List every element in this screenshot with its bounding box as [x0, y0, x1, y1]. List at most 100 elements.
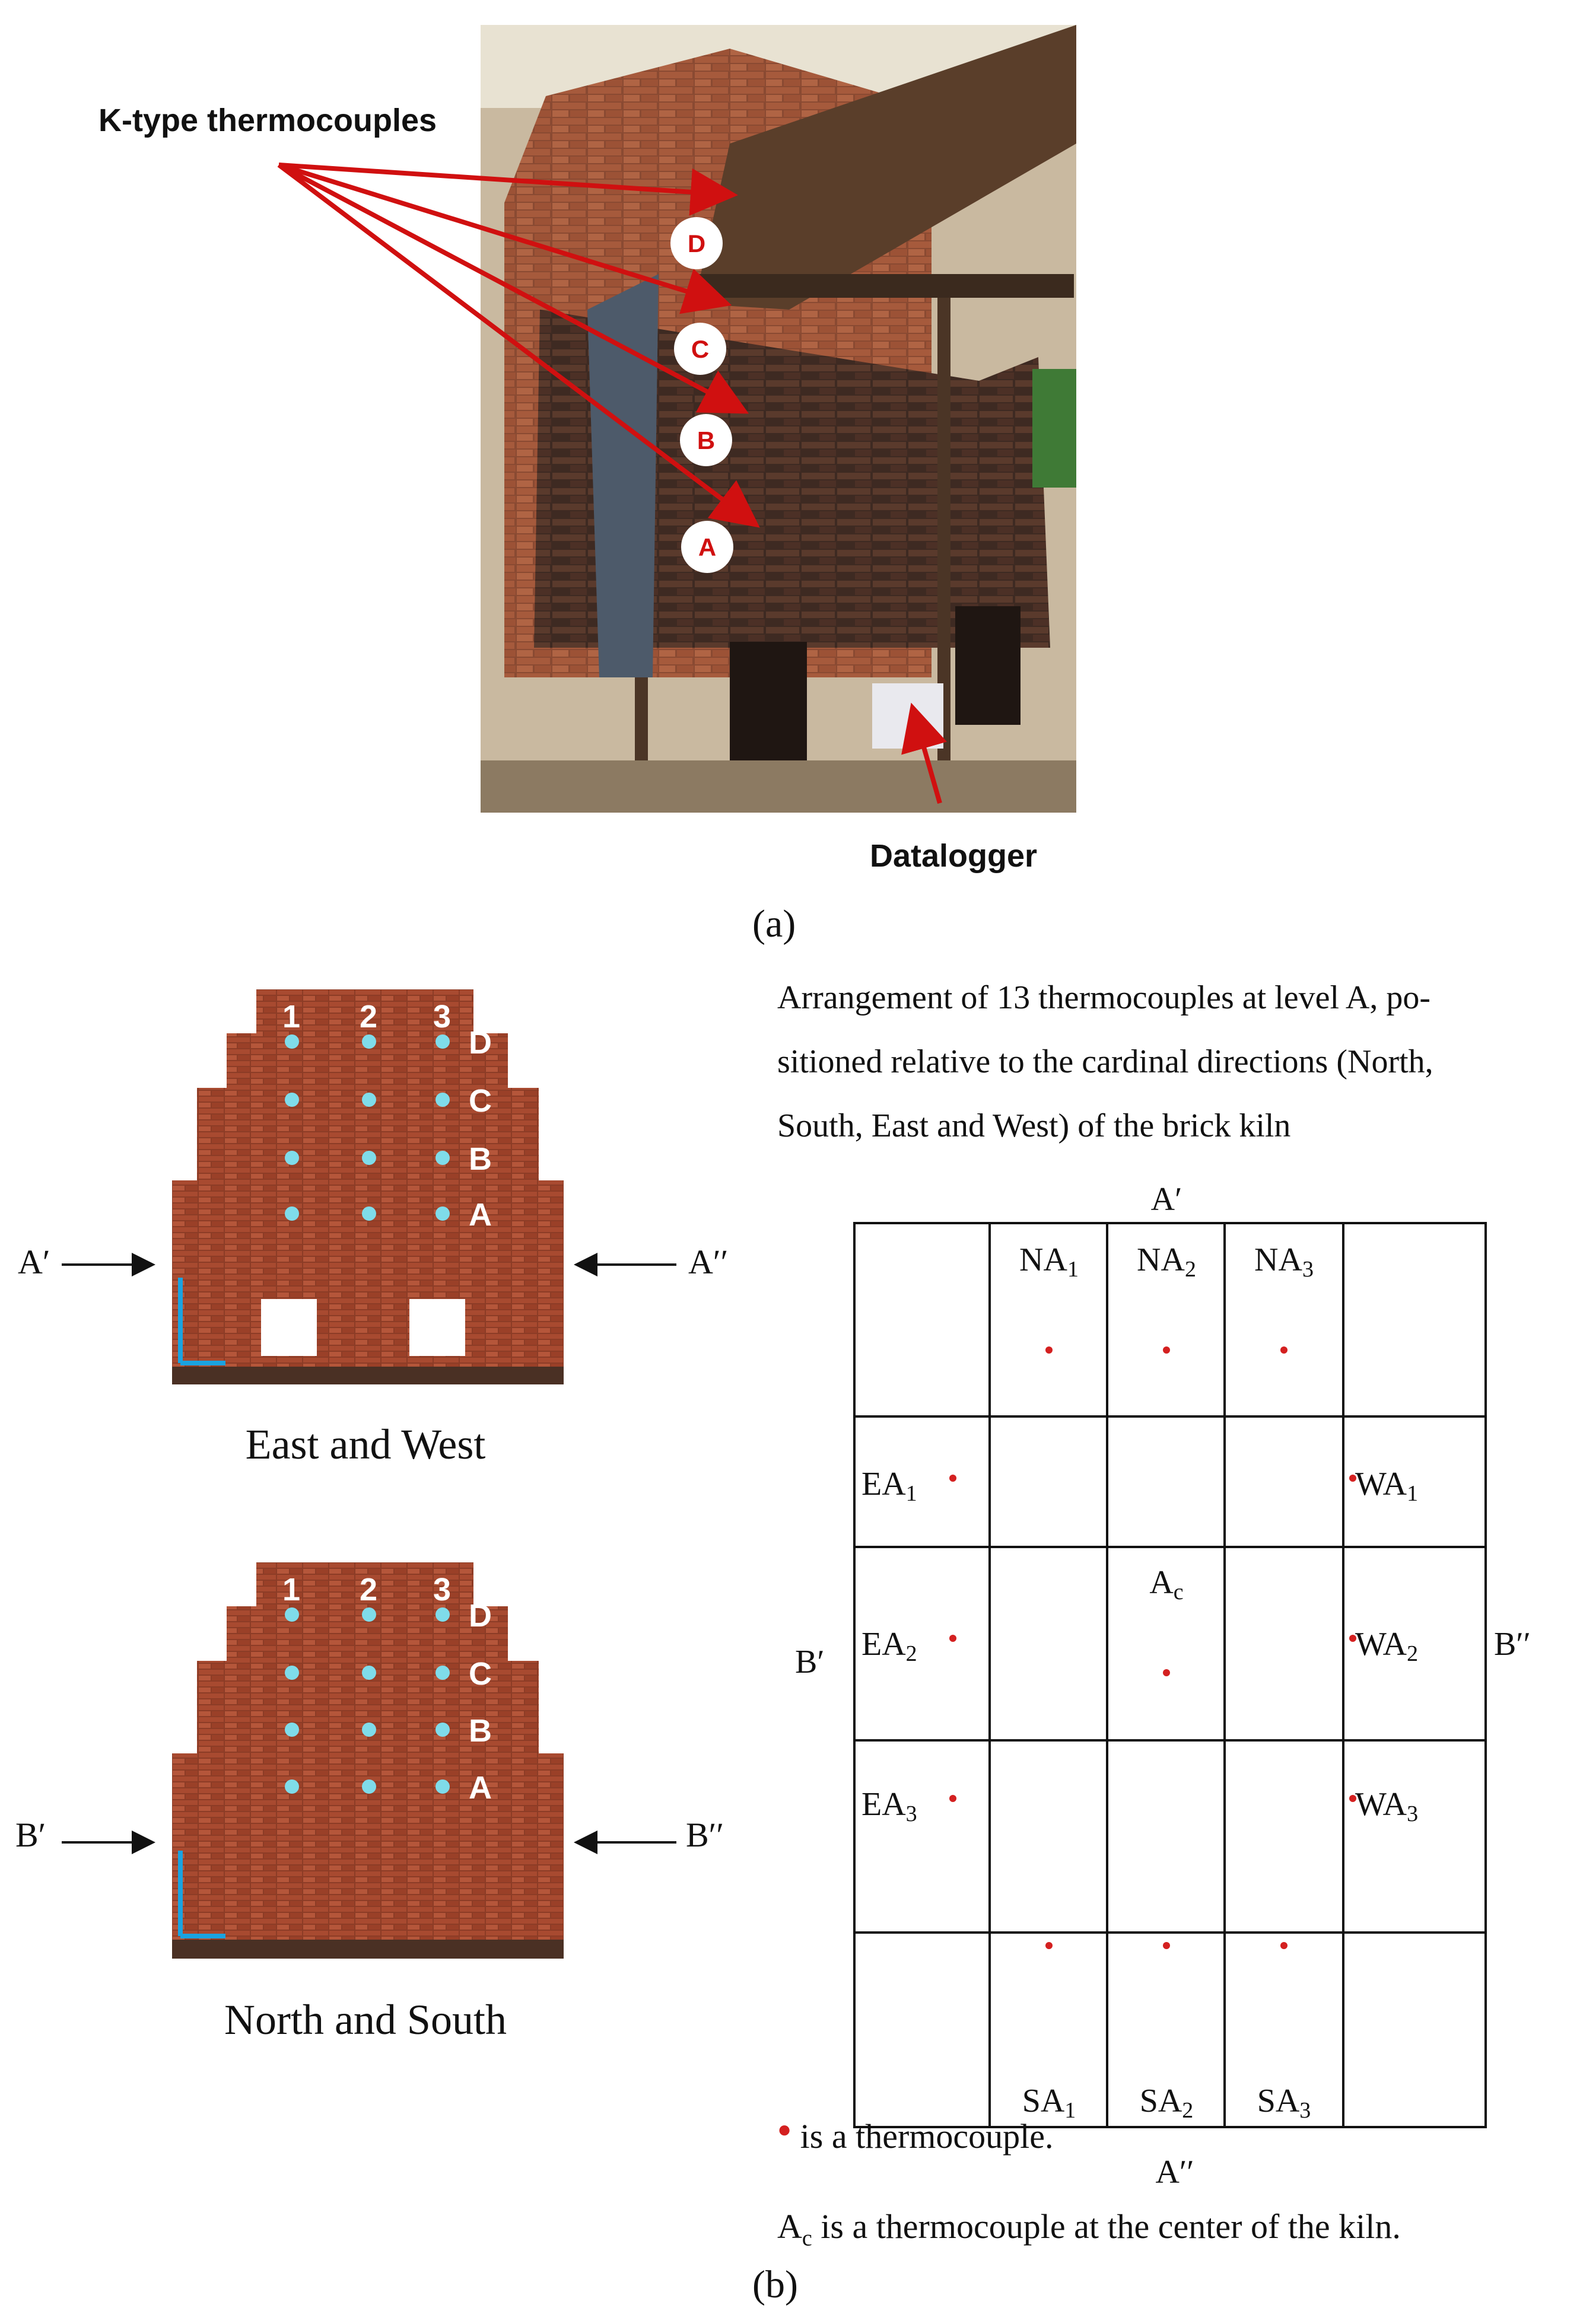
- level-label-b: B: [469, 1713, 492, 1749]
- thermocouple-dot: [435, 1723, 450, 1737]
- label-w2: WA2: [1355, 1626, 1418, 1666]
- thermocouple-dot: [435, 1151, 450, 1165]
- plan-bottom-label: A′′: [1156, 2154, 1194, 2191]
- legend-dot-note: ● is a thermocouple.: [777, 2116, 1054, 2156]
- thermocouple-dot: [1163, 1669, 1170, 1676]
- column-label-1: 1: [282, 999, 300, 1034]
- level-marker-d: [670, 217, 723, 269]
- thermocouple-dot: [435, 1666, 450, 1680]
- thermocouple-dot: [285, 1779, 299, 1794]
- arrangement-description: Arrangement of 13 thermocouples at level…: [777, 966, 1572, 1158]
- label-e1: EA1: [861, 1466, 917, 1506]
- ns-right-section-label: B′′: [686, 1816, 724, 1854]
- arrow-to-datalogger: [901, 702, 948, 804]
- label-s2: SA2: [1140, 2083, 1194, 2123]
- label-e2: EA2: [861, 1626, 917, 1666]
- thermocouple-dot: [362, 1093, 376, 1107]
- ns-section-arrows: [62, 1830, 676, 1854]
- thermocouple-dot: [1045, 1346, 1053, 1354]
- thermocouple-dot: [1163, 1346, 1170, 1354]
- level-label-d: D: [469, 1598, 492, 1634]
- label-w1: WA1: [1355, 1466, 1418, 1506]
- axis-icon: [178, 1278, 225, 1365]
- plan-top-label: A′: [1151, 1181, 1182, 1218]
- thermocouple-dot: [435, 1607, 450, 1622]
- thermocouple-dot: [285, 1151, 299, 1165]
- arrow-to-a: [277, 163, 760, 528]
- level-label-c: C: [469, 1656, 492, 1692]
- legend-dot-text: is a thermocouple.: [800, 2117, 1054, 2156]
- thermocouple-dot: [285, 1206, 299, 1221]
- arrow-to-c: [278, 163, 732, 314]
- description-line-1: Arrangement of 13 thermocouples at level…: [777, 979, 1430, 1016]
- thermocouple-dot: [285, 1034, 299, 1049]
- column-label-3: 3: [433, 999, 451, 1034]
- label-e3: EA3: [861, 1786, 917, 1826]
- description-line-3: South, East and West) of the brick kiln: [777, 1107, 1291, 1144]
- label-center: Ac: [1149, 1564, 1183, 1604]
- thermocouple-dot: [362, 1779, 376, 1794]
- legend-dot-icon: ●: [777, 2116, 792, 2142]
- label-n1: NA1: [1019, 1241, 1079, 1282]
- thermocouple-dot: [362, 1034, 376, 1049]
- arrow-to-b: [278, 163, 749, 414]
- column-label-2: 2: [360, 999, 377, 1034]
- thermocouple-dot: [1349, 1635, 1356, 1642]
- callout-arrows: D C B A: [277, 163, 948, 804]
- thermocouple-dot: [362, 1723, 376, 1737]
- label-w3: WA3: [1355, 1786, 1418, 1826]
- caption-b: (b): [752, 2263, 798, 2306]
- legend-center-note: Ac is a thermocouple at the center of th…: [777, 2207, 1401, 2251]
- ew-right-section-label: A′′: [688, 1243, 729, 1281]
- thermocouple-dot: [949, 1795, 956, 1802]
- thermocouple-dot: [949, 1475, 956, 1482]
- thermocouple-dot: [285, 1093, 299, 1107]
- datalogger-label: Datalogger: [870, 838, 1038, 874]
- thermocouple-dot: [362, 1206, 376, 1221]
- description-line-2: sitioned relative to the cardinal direct…: [777, 1043, 1433, 1080]
- ns-left-section-label: B′: [15, 1816, 46, 1854]
- plan-outline: [853, 1222, 1487, 2128]
- level-label-d: D: [469, 1025, 492, 1061]
- thermocouple-dot: [285, 1607, 299, 1622]
- level-marker-c: [674, 323, 726, 375]
- thermocouple-dot: [949, 1635, 956, 1642]
- caption-a: (a): [752, 902, 796, 945]
- label-s3: SA3: [1257, 2083, 1311, 2123]
- thermocouple-dot: [435, 1206, 450, 1221]
- thermocouple-dot: [1349, 1795, 1356, 1802]
- level-marker-a: [681, 521, 733, 573]
- thermocouple-dot: [435, 1779, 450, 1794]
- thermocouple-dot: [1045, 1942, 1053, 1949]
- level-label-c: C: [469, 1083, 492, 1119]
- label-n2: NA2: [1137, 1241, 1196, 1282]
- thermocouple-dot: [1349, 1475, 1356, 1482]
- label-s1: SA1: [1022, 2083, 1076, 2123]
- thermocouple-dot: [362, 1151, 376, 1165]
- ew-section-arrows: [62, 1253, 676, 1276]
- ew-left-section-label: A′: [18, 1243, 50, 1281]
- axis-icon: [178, 1851, 225, 1938]
- kiln-photo: [481, 25, 1076, 813]
- thermocouple-dot: [285, 1723, 299, 1737]
- thermocouple-dot: [362, 1666, 376, 1680]
- thermocouple-dot: [1280, 1942, 1287, 1949]
- level-label-b: B: [469, 1141, 492, 1177]
- level-marker-d-label: D: [688, 230, 705, 257]
- arrow-to-d: [278, 163, 738, 216]
- level-marker-b: [680, 414, 732, 466]
- level-marker-a-label: A: [698, 533, 716, 561]
- level-label-a: A: [469, 1770, 492, 1806]
- column-label-2: 2: [360, 1572, 377, 1607]
- plan-left-label: B′: [795, 1644, 825, 1680]
- thermocouple-dot: [435, 1034, 450, 1049]
- thermocouple-dot: [362, 1607, 376, 1622]
- column-label-1: 1: [282, 1572, 300, 1607]
- thermocouple-dot: [435, 1093, 450, 1107]
- column-label-3: 3: [433, 1572, 451, 1607]
- level-label-a: A: [469, 1197, 492, 1233]
- east-west-title: East and West: [245, 1421, 486, 1468]
